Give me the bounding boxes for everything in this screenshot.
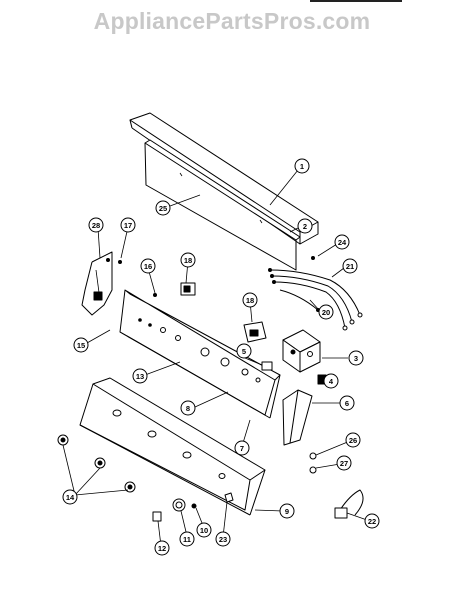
header-rule — [310, 0, 402, 2]
svg-text:27: 27 — [340, 459, 348, 468]
svg-text:1: 1 — [300, 162, 304, 171]
part-end-cap — [282, 389, 313, 446]
svg-text:16: 16 — [144, 262, 152, 271]
svg-text:21: 21 — [346, 262, 354, 271]
callout-22: 22 — [364, 513, 380, 529]
watermark: AppliancePartsPros.com — [93, 8, 371, 34]
svg-text:25: 25 — [159, 204, 167, 213]
svg-text:7: 7 — [240, 444, 244, 453]
svg-text:24: 24 — [338, 238, 347, 247]
svg-text:20: 20 — [322, 308, 330, 317]
callout-11: 11 — [179, 531, 195, 547]
svg-text:10: 10 — [200, 526, 208, 535]
callout-13: 13 — [132, 368, 148, 384]
svg-text:3: 3 — [354, 354, 358, 363]
svg-text:13: 13 — [136, 372, 144, 381]
svg-text:12: 12 — [158, 544, 166, 553]
callout-2: 2 — [297, 218, 313, 234]
callout-15: 15 — [73, 337, 89, 353]
callout-26: 26 — [345, 432, 361, 448]
callout-3: 3 — [348, 350, 364, 366]
svg-text:5: 5 — [242, 347, 246, 356]
part-switch-upper — [180, 282, 196, 296]
svg-text:23: 23 — [219, 535, 227, 544]
svg-text:4: 4 — [329, 377, 334, 386]
callout-7: 7 — [234, 440, 250, 456]
svg-text:6: 6 — [345, 399, 349, 408]
svg-text:8: 8 — [186, 404, 190, 413]
callout-6: 6 — [339, 395, 355, 411]
svg-text:22: 22 — [368, 517, 376, 526]
callout-1: 1 — [294, 158, 310, 174]
part-back-panel — [144, 139, 301, 271]
part-wire-harness — [268, 268, 363, 331]
callout-27: 27 — [336, 455, 352, 471]
callout-28: 28 — [88, 217, 104, 233]
leader-lines — [62, 169, 368, 547]
callout-21: 21 — [342, 258, 358, 274]
callout-9: 9 — [279, 503, 295, 519]
svg-text:28: 28 — [92, 221, 100, 230]
svg-text:18: 18 — [246, 296, 254, 305]
callout-14: 14 — [62, 489, 78, 505]
svg-text:9: 9 — [285, 507, 289, 516]
svg-text:17: 17 — [124, 221, 132, 230]
svg-text:11: 11 — [183, 535, 191, 544]
part-left-bracket — [81, 251, 113, 316]
callout-18-upper: 18 — [180, 252, 196, 268]
part-small-knobs — [152, 492, 234, 522]
part-top-cover — [129, 112, 319, 245]
part-knobs — [57, 434, 136, 493]
part-switch-lower — [243, 321, 267, 343]
svg-text:26: 26 — [349, 436, 357, 445]
callout-12: 12 — [154, 540, 170, 556]
callout-10: 10 — [196, 522, 212, 538]
part-screws — [118, 256, 317, 474]
callout-20: 20 — [318, 304, 334, 320]
callout-25: 25 — [155, 200, 171, 216]
callout-5: 5 — [236, 343, 252, 359]
callout-17: 17 — [120, 217, 136, 233]
callout-4: 4 — [323, 373, 339, 389]
callout-8: 8 — [180, 400, 196, 416]
svg-text:14: 14 — [66, 493, 75, 502]
svg-text:15: 15 — [77, 341, 85, 350]
callout-18-lower: 18 — [242, 292, 258, 308]
part-5 — [261, 361, 273, 371]
callout-16: 16 — [140, 258, 156, 274]
svg-text:18: 18 — [184, 256, 192, 265]
callout-23: 23 — [215, 531, 231, 547]
part-timer — [282, 329, 321, 373]
callout-24: 24 — [334, 234, 350, 250]
svg-text:2: 2 — [303, 222, 307, 231]
part-front-panel — [79, 377, 266, 516]
part-wire-20 — [279, 289, 320, 312]
